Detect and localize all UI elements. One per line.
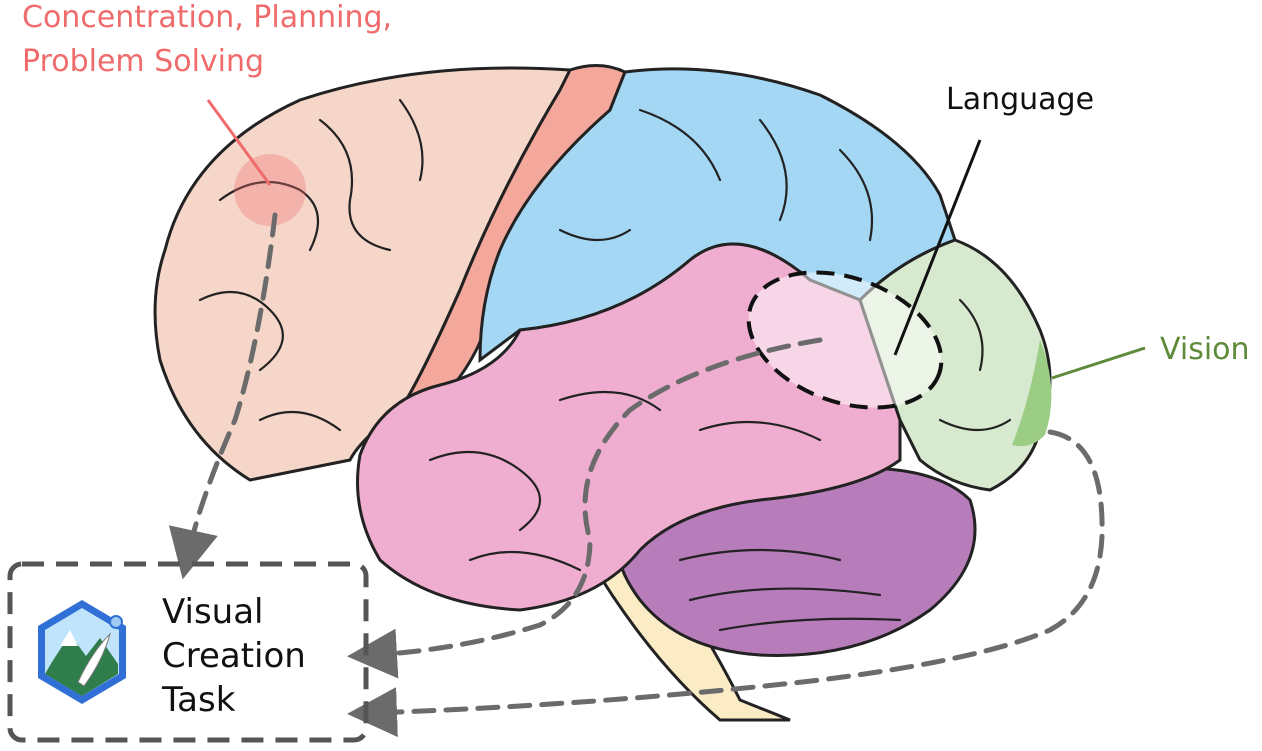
concentration-leader-line — [206, 99, 272, 186]
language-area-ellipse — [746, 270, 944, 410]
concentration-planning-label: Concentration, Planning, Problem Solving — [22, 0, 392, 84]
language-leader-line — [893, 139, 982, 356]
vision-to-task-arrow — [347, 429, 1105, 738]
vision-area-highlight — [1012, 340, 1052, 447]
vision-label: Vision — [1160, 332, 1250, 367]
concentration-area-highlight — [234, 154, 306, 226]
task-label-line-1: Visual — [162, 592, 264, 632]
vision-leader-line — [1051, 346, 1146, 380]
language-label: Language — [946, 82, 1095, 117]
visual-creation-task-box — [7, 561, 369, 743]
concentration-to-task-arrow — [168, 212, 278, 580]
concentration-label-line-2: Problem Solving — [22, 44, 265, 79]
concentration-label-line-1: Concentration, Planning, — [22, 0, 393, 35]
language-to-task-arrow — [347, 337, 823, 679]
task-label: Visual Creation Task — [162, 590, 306, 722]
task-label-line-2: Creation — [162, 636, 306, 676]
visual-creation-app-icon — [38, 600, 126, 704]
brain-folds — [198, 98, 1012, 632]
task-label-line-3: Task — [162, 680, 236, 720]
